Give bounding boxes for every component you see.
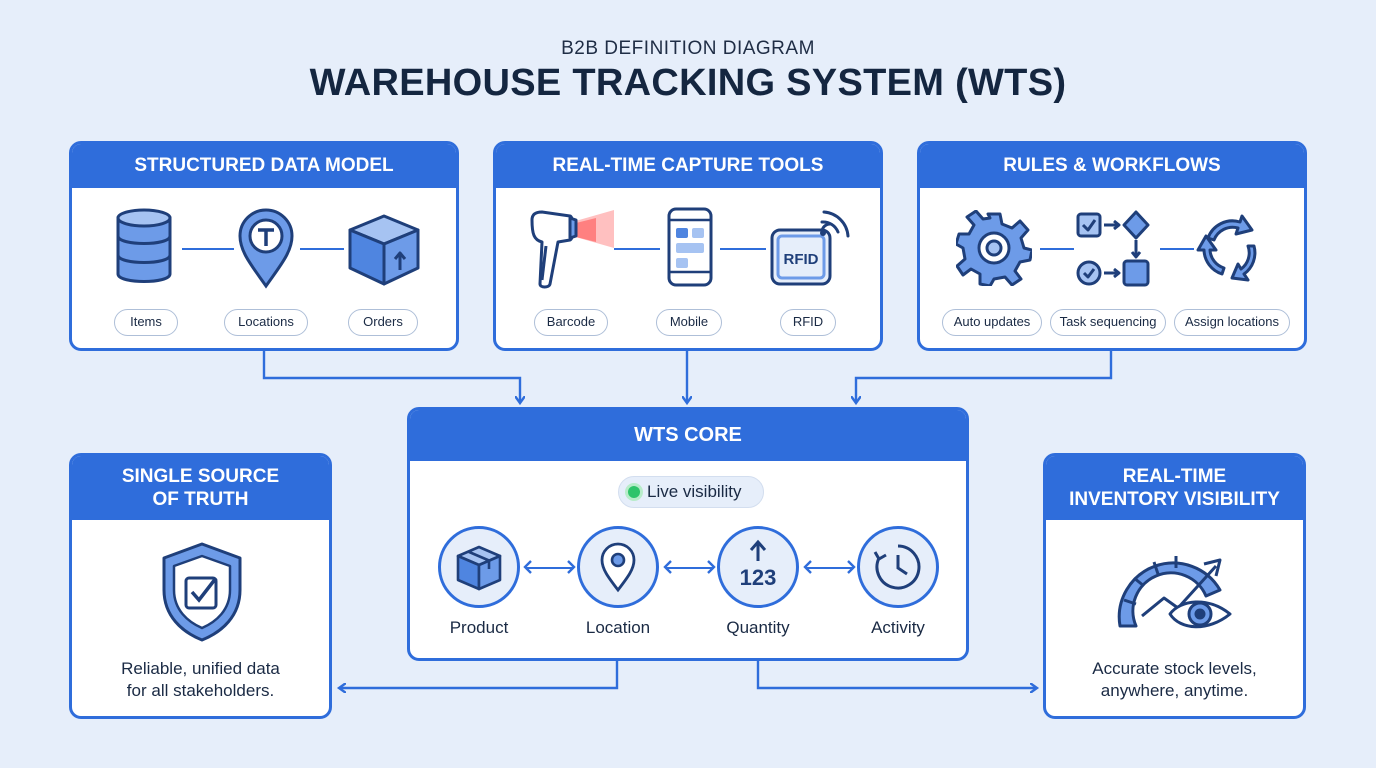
core-link-arrows <box>523 560 856 574</box>
live-visibility-badge: Live visibility <box>618 476 764 508</box>
gauge-eye-icon <box>1112 540 1242 651</box>
core-node-activity <box>857 526 939 608</box>
visibility-desc-line1: Accurate stock levels, <box>1092 659 1257 678</box>
cycle-icon <box>1196 212 1268 289</box>
card-rules-and-workflows: RULES & WORKFLOWS <box>917 141 1307 351</box>
item-pill-items: Items <box>114 309 178 336</box>
workflow-icon <box>1074 210 1154 295</box>
card-title: STRUCTURED DATA MODEL <box>72 144 456 188</box>
core-node-quantity: 123 <box>717 526 799 608</box>
core-node-label-quantity: Quantity <box>726 618 790 637</box>
card-title-line1: SINGLE SOURCE <box>121 465 280 487</box>
card-title: SINGLE SOURCE OF TRUTH <box>72 456 329 520</box>
item-pill-auto-updates: Auto updates <box>942 309 1042 336</box>
live-visibility-label: Live visibility <box>647 482 742 501</box>
box-icon <box>456 545 502 591</box>
card-title-line2: INVENTORY VISIBILITY <box>1069 489 1280 510</box>
core-node-label-location: Location <box>585 618 651 637</box>
quantity-glyph: 123 <box>740 565 777 590</box>
card-structured-data-model: STRUCTURED DATA MODEL I <box>69 141 459 351</box>
box-icon <box>346 208 422 293</box>
shield-check-icon <box>158 540 246 649</box>
location-pin-icon <box>236 206 296 295</box>
core-node-location <box>577 526 659 608</box>
card-title: REAL-TIME INVENTORY VISIBILITY <box>1046 456 1303 520</box>
clock-icon <box>873 544 921 590</box>
item-pill-orders: Orders <box>348 309 418 336</box>
card-title-line1: REAL-TIME <box>1122 465 1227 487</box>
rfid-tag-icon: RFID <box>768 208 854 293</box>
item-pill-barcode: Barcode <box>534 309 608 336</box>
item-pill-rfid: RFID <box>780 309 836 336</box>
rfid-tag-text: RFID <box>784 251 819 268</box>
diagram-title: WAREHOUSE TRACKING SYSTEM (WTS) <box>309 62 1067 104</box>
core-node-label-activity: Activity <box>871 618 925 637</box>
truth-description: Reliable, unified data for all stakehold… <box>72 658 329 702</box>
core-node-product <box>438 526 520 608</box>
card-title: RULES & WORKFLOWS <box>920 144 1304 188</box>
location-pin-icon <box>600 542 636 593</box>
barcode-scanner-icon <box>526 208 616 297</box>
card-single-source-of-truth: SINGLE SOURCE OF TRUTH Reliable, unified… <box>69 453 332 719</box>
arrow-core-to-truth <box>340 660 619 688</box>
visibility-desc-line2: anywhere, anytime. <box>1100 681 1249 700</box>
live-status-dot <box>628 486 640 498</box>
quantity-icon: 123 <box>740 539 777 590</box>
card-wts-core: WTS CORE Live visibility 123 <box>407 407 969 661</box>
mobile-phone-icon <box>666 206 714 293</box>
card-real-time-inventory-visibility: REAL-TIME INVENTORY VISIBILITY Accurate … <box>1043 453 1306 719</box>
truth-desc-line2: for all stakeholders. <box>126 681 275 700</box>
card-title-line2: OF TRUTH <box>152 489 249 510</box>
item-pill-task-sequencing: Task sequencing <box>1050 309 1166 336</box>
arrow-data-model-to-core <box>262 350 520 402</box>
core-node-label-product: Product <box>449 618 509 637</box>
visibility-description: Accurate stock levels, anywhere, anytime… <box>1046 658 1303 702</box>
item-pill-assign-locations: Assign locations <box>1174 309 1290 336</box>
arrow-rules-to-core <box>856 350 1113 402</box>
core-title: WTS CORE <box>410 410 966 461</box>
arrow-core-to-visibility <box>756 660 1036 688</box>
card-real-time-capture-tools: REAL-TIME CAPTURE TOOLS <box>493 141 883 351</box>
item-pill-locations: Locations <box>224 309 308 336</box>
gear-icon <box>954 209 1034 291</box>
database-icon <box>114 208 174 289</box>
item-pill-mobile: Mobile <box>656 309 722 336</box>
card-title: REAL-TIME CAPTURE TOOLS <box>496 144 880 188</box>
truth-desc-line1: Reliable, unified data <box>121 659 280 678</box>
diagram-subtitle: B2B DEFINITION DIAGRAM <box>561 38 815 59</box>
